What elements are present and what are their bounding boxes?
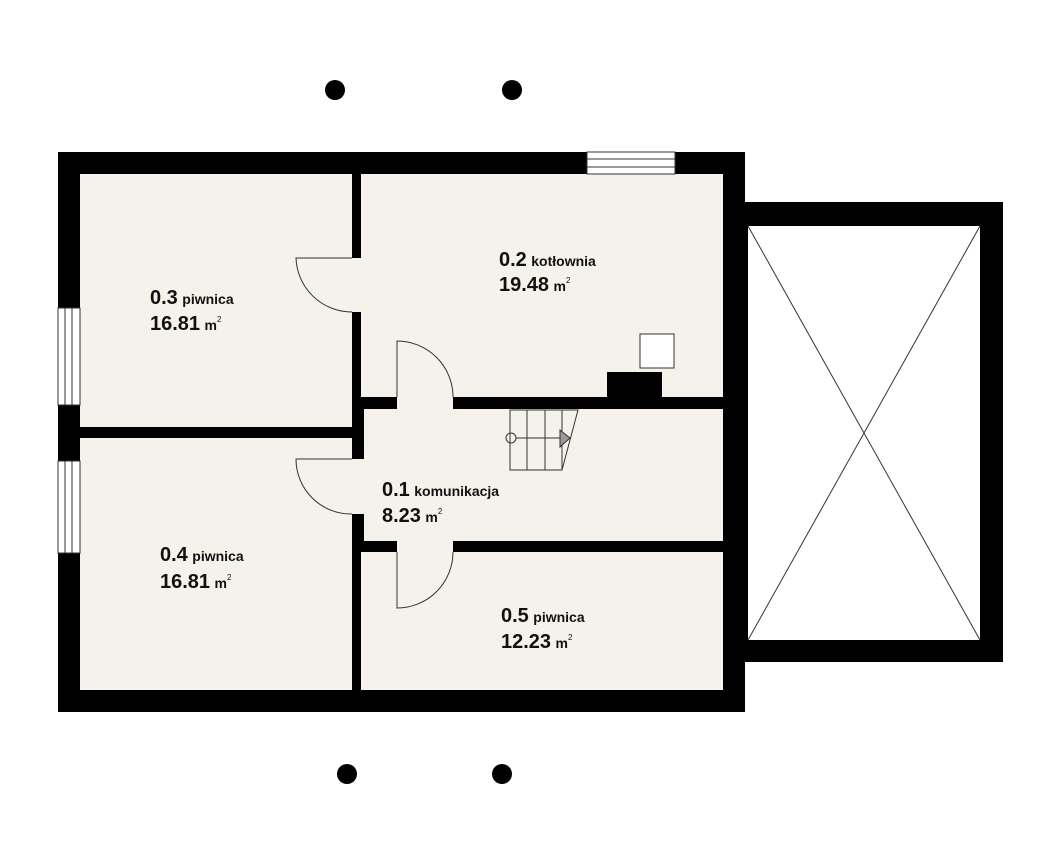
svg-text:16.81 m2: 16.81 m2 (150, 313, 222, 335)
stairs (505, 409, 579, 471)
floors (80, 174, 723, 690)
svg-text:0.1 komunikacja: 0.1 komunikacja (382, 479, 499, 501)
windows (57, 151, 676, 554)
annex-void (740, 202, 1003, 662)
room-label-0.1: 0.1 komunikacja 8.23 m2 (382, 479, 499, 527)
svg-text:16.81 m2: 16.81 m2 (160, 571, 232, 593)
svg-text:12.23 m2: 12.23 m2 (501, 631, 573, 653)
column-dot (502, 80, 522, 100)
columns (325, 80, 522, 784)
svg-text:19.48 m2: 19.48 m2 (499, 274, 571, 296)
column-dot (492, 764, 512, 784)
svg-text:8.23 m2: 8.23 m2 (382, 505, 443, 527)
room-label-0.3: 0.3 piwnica 16.81 m2 (150, 287, 234, 335)
svg-text:0.4 piwnica: 0.4 piwnica (160, 544, 244, 566)
room-label-0.4: 0.4 piwnica 16.81 m2 (160, 544, 244, 593)
room-label-0.5: 0.5 piwnica 12.23 m2 (501, 605, 585, 653)
doors (295, 257, 454, 609)
svg-text:0.3 piwnica: 0.3 piwnica (150, 287, 234, 309)
chimney (607, 372, 662, 397)
svg-text:0.5 piwnica: 0.5 piwnica (501, 605, 585, 627)
column-dot (337, 764, 357, 784)
boiler (639, 333, 675, 369)
room-label-0.2: 0.2 kotłownia 19.48 m2 (499, 249, 596, 296)
svg-text:0.2 kotłownia: 0.2 kotłownia (499, 249, 596, 271)
column-dot (325, 80, 345, 100)
